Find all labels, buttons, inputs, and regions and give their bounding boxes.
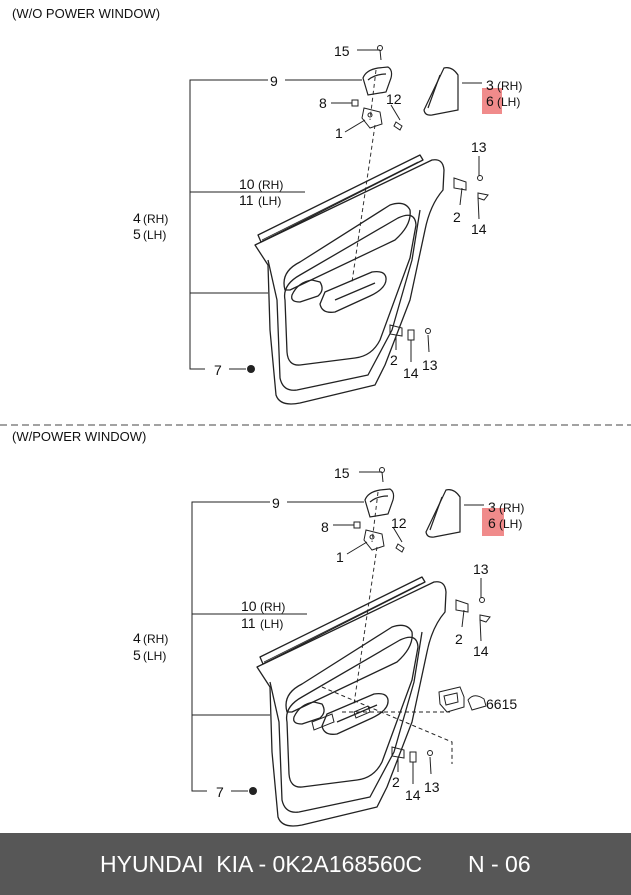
part-label: (LH) xyxy=(497,95,520,109)
part-label: (LH) xyxy=(143,649,166,663)
part-label: 6 xyxy=(486,93,494,109)
section-title: (W/POWER WINDOW) xyxy=(12,429,146,444)
part-label: (RH) xyxy=(497,79,522,93)
section-with-power-window: (W/POWER WINDOW) 15 9 8 12 1 3 (RH) 6 (L… xyxy=(12,429,524,827)
part-label: 7 xyxy=(214,362,222,378)
part-label: 15 xyxy=(334,465,350,481)
door-trim-assembly xyxy=(189,44,489,405)
part-label: (RH) xyxy=(260,600,285,614)
part-label: 10 xyxy=(241,598,257,614)
part-label: 14 xyxy=(403,365,419,381)
part-label: 14 xyxy=(405,787,421,803)
part-label: 6 xyxy=(488,515,496,531)
highlight-mark xyxy=(482,508,504,536)
part-label: 6615 xyxy=(486,696,517,712)
section-title: (W/O POWER WINDOW) xyxy=(12,6,160,21)
page-number-text: N - 06 xyxy=(468,850,531,877)
part-label: 13 xyxy=(473,561,489,577)
door-trim-diagram: (W/O POWER WINDOW) 15 9 8 12 1 3 (RH) 6 … xyxy=(0,6,631,827)
part-label: (LH) xyxy=(499,517,522,531)
part-label: 2 xyxy=(455,631,463,647)
part-label: 9 xyxy=(270,73,278,89)
part-label: 12 xyxy=(386,91,402,107)
part-label: 2 xyxy=(390,352,398,368)
part-label: 4 xyxy=(133,210,141,226)
part-label: 7 xyxy=(216,784,224,800)
part-label: 10 xyxy=(239,176,255,192)
part-label: (RH) xyxy=(258,178,283,192)
part-label: 14 xyxy=(473,643,489,659)
part-label: 1 xyxy=(335,125,343,141)
part-label: 2 xyxy=(392,774,400,790)
part-label: 3 xyxy=(488,499,496,515)
part-label: 3 xyxy=(486,77,494,93)
part-label: 2 xyxy=(453,209,461,225)
part-label: (LH) xyxy=(143,228,166,242)
part-label: 11 xyxy=(239,192,254,208)
part-label: 12 xyxy=(391,515,407,531)
part-label: 5 xyxy=(133,226,141,242)
part-label: 11 xyxy=(241,615,256,631)
footer-bar: HYUNDAI KIA - 0K2A168560C N - 06 xyxy=(0,833,631,895)
part-label: 4 xyxy=(133,630,141,646)
part-label: 13 xyxy=(471,139,487,155)
section-without-power-window: (W/O POWER WINDOW) 15 9 8 12 1 3 (RH) 6 … xyxy=(12,6,522,405)
part-number-text: HYUNDAI KIA - 0K2A168560C xyxy=(100,850,423,877)
part-label: 13 xyxy=(422,357,438,373)
part-label: (RH) xyxy=(499,501,524,515)
part-label: (LH) xyxy=(260,617,283,631)
part-label: 14 xyxy=(471,221,487,237)
part-label: 1 xyxy=(336,549,344,565)
part-label: 8 xyxy=(321,519,329,535)
part-label: 15 xyxy=(334,43,350,59)
part-label: (RH) xyxy=(143,212,168,226)
door-trim-assembly xyxy=(191,466,491,827)
part-label: 9 xyxy=(272,495,280,511)
part-label: 5 xyxy=(133,647,141,663)
part-label: 8 xyxy=(319,95,327,111)
part-label: 13 xyxy=(424,779,440,795)
part-label: (RH) xyxy=(143,632,168,646)
part-label: (LH) xyxy=(258,194,281,208)
highlight-mark xyxy=(482,88,502,114)
